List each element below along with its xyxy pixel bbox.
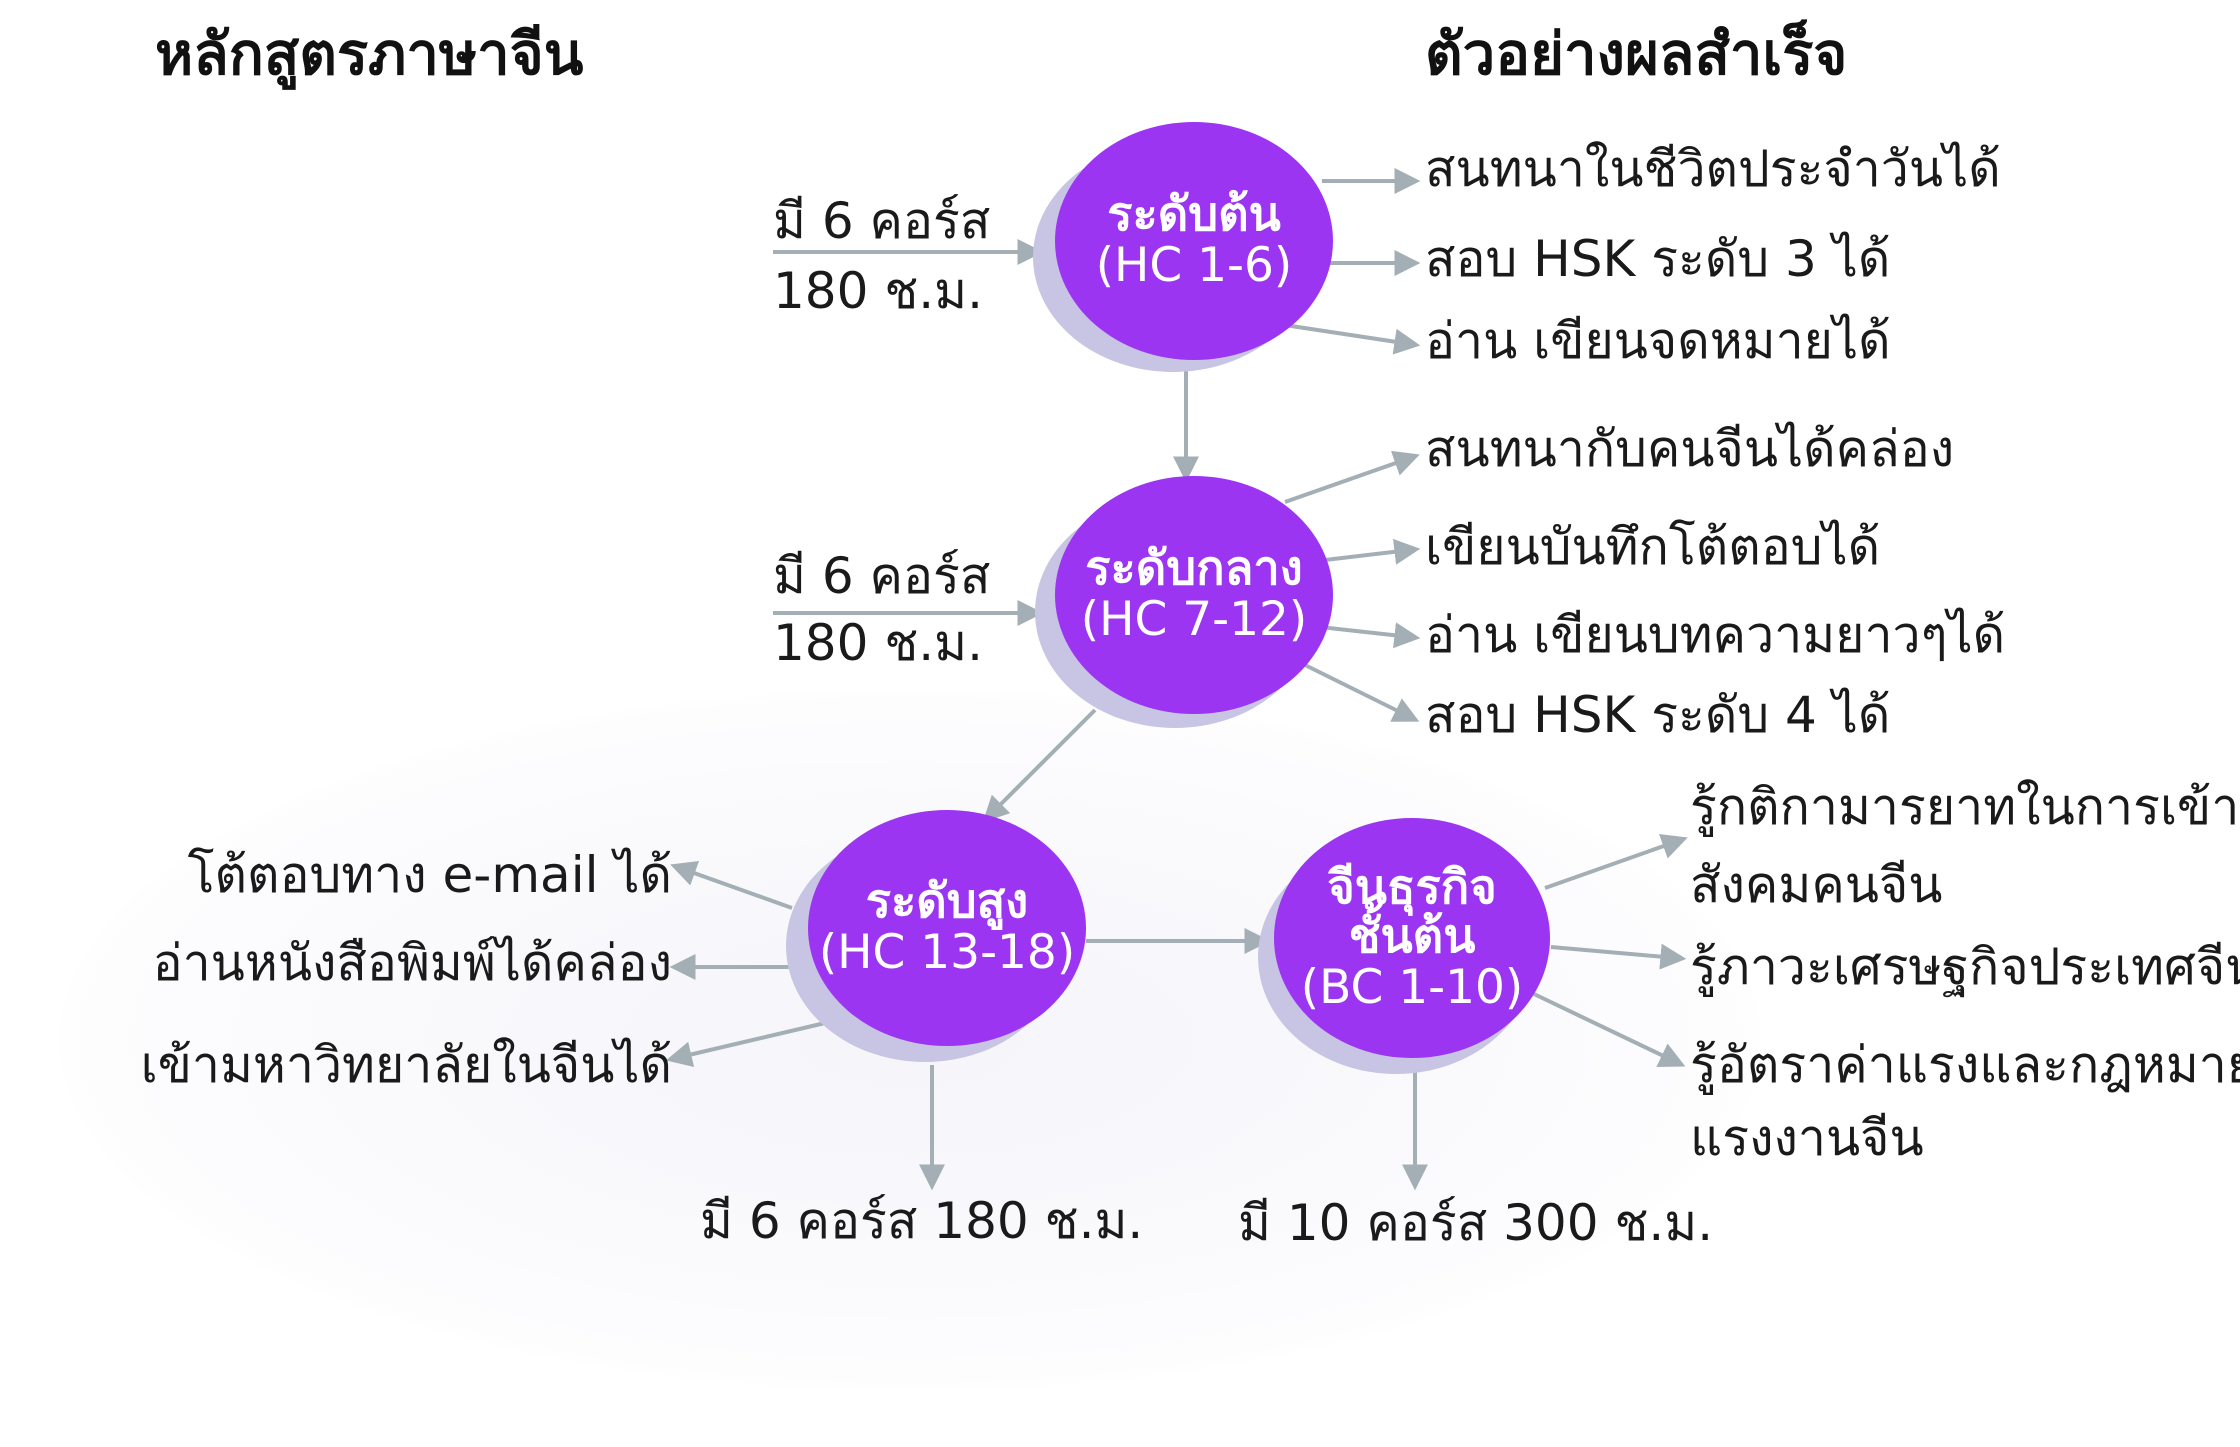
intermediate-courses-label: มี 6 คอร์ส: [773, 547, 991, 605]
business-outcome-3-line2: แรงงานจีน: [1690, 1109, 1924, 1167]
beginner-outcome-1: สนทนาในชีวิตประจำวันได้: [1425, 140, 2001, 198]
business-hours-label: มี 10 คอร์ส 300 ช.ม.: [1238, 1194, 1714, 1252]
business-outcome-arrow-3: [1533, 992, 1686, 1067]
advanced-outcome-arrow-1: [670, 861, 793, 910]
intermediate-hours-label: 180 ช.ม.: [773, 614, 984, 672]
beginner-outcome-2: สอบ HSK ระดับ 3 ได้: [1425, 230, 1891, 288]
beginner-hours-label: 180 ช.ม.: [773, 262, 984, 320]
intermediate-outcome-arrow-3: [1319, 622, 1421, 649]
business-outcome-arrow-2: [1550, 943, 1687, 970]
beginner-outcome-arrow-3: [1277, 322, 1421, 355]
intermediate-code: (HC 7-12): [1080, 591, 1308, 647]
advanced-node: ระดับสูง (HC 13-18): [808, 810, 1086, 1046]
intermediate-outcome-arrow-4: [1304, 663, 1420, 722]
business-outcome-arrow-1: [1544, 833, 1688, 890]
beginner-node: ระดับต้น (HC 1-6): [1055, 122, 1333, 360]
intermediate-outcome-4: สอบ HSK ระดับ 4 ได้: [1425, 686, 1891, 744]
beginner-code: (HC 1-6): [1095, 237, 1293, 293]
advanced-outcome-1: โต้ตอบทาง e-mail ได้: [187, 846, 672, 904]
business-code: (BC 1-10): [1300, 959, 1524, 1015]
business-title-line1: จีนธุรกิจ: [1327, 859, 1497, 915]
intermediate-title: ระดับกลาง: [1085, 541, 1303, 597]
beginner-title: ระดับต้น: [1107, 187, 1281, 243]
advanced-outcome-2: อ่านหนังสือพิมพ์ได้คล่อง: [152, 934, 672, 992]
intermediate-outcome-3: อ่าน เขียนบทความยาวๆได้: [1425, 606, 2006, 664]
outcomes-heading: ตัวอย่างผลสำเร็จ: [1425, 20, 1848, 88]
business-node: จีนธุรกิจ ชั้นต้น (BC 1-10): [1274, 818, 1550, 1058]
advanced-code: (HC 13-18): [818, 924, 1076, 980]
business-outcome-1-line1: รู้กติกามารยาทในการเข้า: [1690, 778, 2240, 836]
advanced-outcome-arrow-3: [665, 1021, 826, 1068]
business-outcome-1-line2: สังคมคนจีน: [1690, 856, 1943, 914]
intermediate-node: ระดับกลาง (HC 7-12): [1055, 476, 1333, 714]
business-outcome-2: รู้ภาวะเศรษฐกิจประเทศจีน: [1690, 938, 2240, 996]
business-outcome-3-line1: รู้อัตราค่าแรงและกฎหมาย: [1690, 1036, 2240, 1094]
intermediate-outcome-arrow-2: [1324, 538, 1421, 565]
intermediate-to-advanced: [982, 708, 1097, 823]
business-title-line2: ชั้นต้น: [1348, 909, 1476, 965]
intermediate-outcome-2: เขียนบันทึกโต้ตอบได้: [1425, 518, 1881, 576]
beginner-courses-label: มี 6 คอร์ส: [773, 192, 991, 250]
advanced-hours-label: มี 6 คอร์ส 180 ช.ม.: [700, 1192, 1144, 1250]
advanced-title: ระดับสูง: [865, 874, 1029, 930]
beginner-outcome-3: อ่าน เขียนจดหมายได้: [1425, 312, 1891, 370]
intermediate-outcome-1: สนทนากับคนจีนได้คล่อง: [1425, 420, 1955, 478]
intermediate-outcome-arrow-1: [1284, 450, 1420, 504]
curriculum-heading: หลักสูตรภาษาจีน: [155, 20, 584, 88]
advanced-outcome-3: เข้ามหาวิทยาลัยในจีนได้: [140, 1036, 672, 1094]
